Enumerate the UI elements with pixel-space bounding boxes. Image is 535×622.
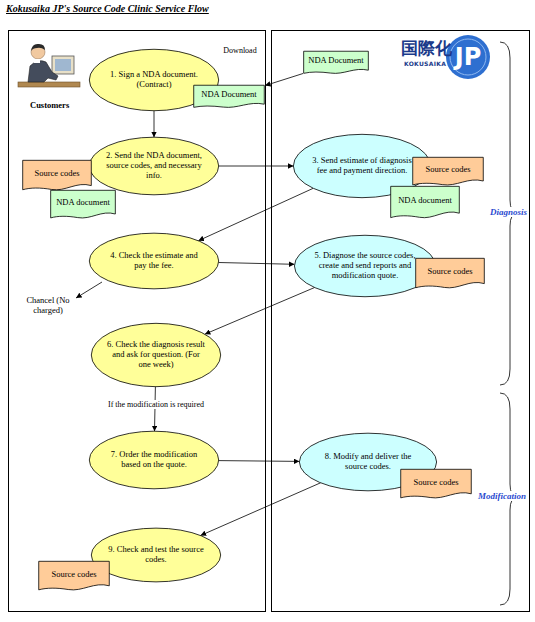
provider-panel xyxy=(272,31,530,612)
document-shape: Source codes xyxy=(412,157,484,187)
screen-shape xyxy=(55,59,71,71)
document-label: Source codes xyxy=(425,165,470,175)
document-outline xyxy=(23,160,92,190)
document-label: Source codes xyxy=(51,570,96,580)
step-text: 2. Send the NDA document, source codes, … xyxy=(104,151,204,180)
diagram-title: Kokusaika JP's Source Code Clinic Servic… xyxy=(6,3,209,14)
step-text: 5. Diagnose the source codes, create and… xyxy=(309,251,421,280)
node-text-area: Source codes xyxy=(22,160,92,192)
logo-mark xyxy=(446,35,490,79)
node-text-area: Source codes xyxy=(412,157,484,187)
collar-shape xyxy=(34,59,40,63)
document-shape: NDA Document xyxy=(303,51,369,75)
ellipse-outline xyxy=(89,431,218,489)
flow-arrow xyxy=(219,263,295,265)
document-label: NDA Document xyxy=(308,56,363,66)
step-text: 8. Modify and deliver the source codes. xyxy=(314,452,422,472)
monitor-shape xyxy=(52,56,74,74)
cancel-arrow xyxy=(76,282,102,298)
document-shape: Source codes xyxy=(38,561,110,592)
document-label: Source codes xyxy=(427,267,472,277)
edge-label: If the modification is required xyxy=(106,400,206,409)
flow-arrow xyxy=(219,166,294,167)
text-label: 国際化 xyxy=(401,37,452,60)
flow-arrow xyxy=(205,288,315,335)
process-ellipse: 6. Check the diagnosis result and ask fo… xyxy=(90,322,222,388)
document-shape: NDA document xyxy=(50,190,116,220)
flow-arrow xyxy=(265,74,303,86)
flow-arrow xyxy=(201,483,321,536)
document-label: Source codes xyxy=(413,478,458,488)
node-text-area: 6. Check the diagnosis result and ask fo… xyxy=(90,322,222,388)
document-outline xyxy=(391,186,460,217)
edge-label: Download xyxy=(221,46,258,55)
node-text-area: 2. Send the NDA document, source codes, … xyxy=(88,136,220,196)
step-text: 1. Sign a NDA document. (Contract) xyxy=(104,70,204,90)
document-outline xyxy=(401,469,472,498)
document-shape: Source codes xyxy=(22,160,92,192)
document-label: NDA document xyxy=(398,196,452,206)
process-ellipse: 2. Send the NDA document, source codes, … xyxy=(88,136,220,196)
document-label: NDA Document xyxy=(201,90,256,100)
customer-panel xyxy=(9,31,266,612)
document-label: NDA document xyxy=(56,198,110,208)
document-outline xyxy=(416,258,485,288)
document-outline xyxy=(413,157,484,185)
flow-arrow xyxy=(219,460,300,462)
node-text-area: NDA Document xyxy=(303,51,369,75)
ellipse-outline xyxy=(89,137,218,195)
document-shape: NDA document xyxy=(390,186,460,220)
step-text: 3. Send estimate of diagnosis fee and pa… xyxy=(308,156,416,176)
node-text-area: 7. Order the modification based on the q… xyxy=(88,430,220,490)
process-ellipse: 9. Check and test the source codes. xyxy=(90,527,222,583)
document-outline xyxy=(304,51,369,73)
text-label: KOKUSAIKA xyxy=(404,60,446,67)
ellipse-outline xyxy=(91,528,220,582)
ellipse-outline xyxy=(91,323,220,386)
ellipse-outline xyxy=(89,233,218,289)
document-outline xyxy=(51,190,116,218)
logo-circle xyxy=(446,35,490,79)
desk-shape xyxy=(18,82,80,87)
step-text: 7. Order the modification based on the q… xyxy=(104,450,204,470)
flow-arrow xyxy=(154,111,155,138)
step-text: 9. Check and test the source codes. xyxy=(106,545,206,565)
hair-shape xyxy=(31,44,45,51)
ellipse-outline xyxy=(294,235,435,296)
document-shape: Source codes xyxy=(415,258,485,290)
text-label: Customers xyxy=(30,100,69,110)
node-text-area: Source codes xyxy=(415,258,485,290)
process-ellipse: 4. Check the estimate and pay the fee. xyxy=(88,232,220,290)
document-outline xyxy=(194,85,265,107)
node-text-area: Source codes xyxy=(400,469,472,500)
step-text: 6. Check the diagnosis result and ask fo… xyxy=(106,340,206,369)
node-text-area: 4. Check the estimate and pay the fee. xyxy=(88,232,220,290)
flow-arrow xyxy=(198,188,313,240)
document-shape: NDA Document xyxy=(193,85,265,109)
text-label: Modification xyxy=(478,491,526,501)
text-label: JP xyxy=(446,42,490,72)
node-text-area: NDA Document xyxy=(193,85,265,109)
node-text-area: NDA document xyxy=(390,186,460,220)
document-outline xyxy=(39,561,110,590)
document-shape: Source codes xyxy=(400,469,472,500)
node-text-area: 9. Check and test the source codes. xyxy=(90,527,222,583)
document-label: Source codes xyxy=(34,169,79,179)
node-text-area: Source codes xyxy=(38,561,110,592)
text-label: Diagnosis xyxy=(490,207,527,217)
body-shape xyxy=(28,61,58,82)
text-label: Chancel (No charged) xyxy=(18,296,78,316)
node-text-area: NDA document xyxy=(50,190,116,220)
step-text: 4. Check the estimate and pay the fee. xyxy=(104,251,204,271)
customer-illustration xyxy=(18,44,80,87)
process-ellipse: 7. Order the modification based on the q… xyxy=(88,430,220,490)
